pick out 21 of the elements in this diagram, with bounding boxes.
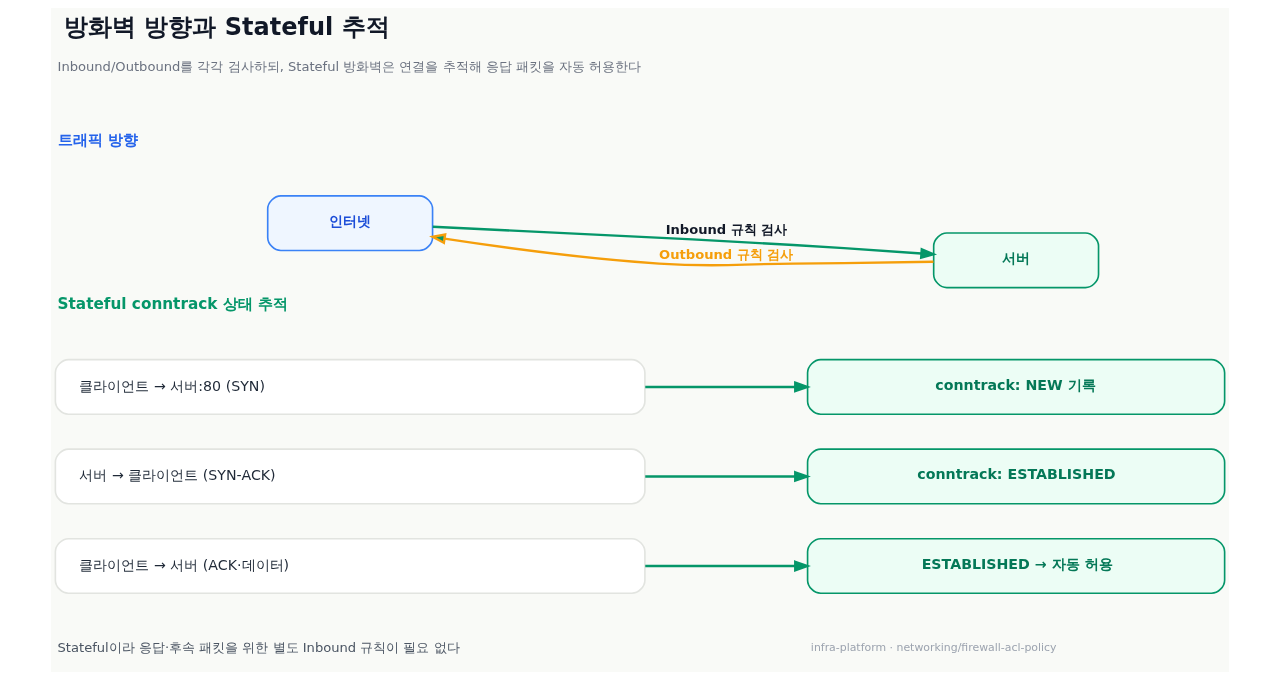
node-box: 인터넷 bbox=[266, 195, 434, 252]
arrow bbox=[432, 225, 938, 260]
node-box: 클라이언트 → 서버 (ACK·데이터) bbox=[54, 537, 646, 595]
node-box: conntrack: NEW 기록 bbox=[806, 358, 1226, 416]
arrow bbox=[645, 470, 811, 483]
node-box: 서버 bbox=[932, 232, 1100, 289]
label: Inbound/Outbound를 각각 검사하되, Stateful 방화벽은 연결을 추적해 응답 패킷을 자동 허용한다 bbox=[57, 58, 642, 74]
diagram-title: 방화벽 방향과 Stateful 추적 bbox=[64, 12, 390, 41]
node-box: 서버 → 클라이언트 (SYN-ACK) bbox=[54, 448, 646, 505]
edge-label: Inbound 규칙 검사 bbox=[665, 221, 788, 237]
label: 트래픽 방향 bbox=[57, 130, 138, 149]
label: Stateful이라 응답·후속 패킷을 위한 별도 Inbound 규칙이 필요 없다 bbox=[57, 639, 460, 655]
label: Stateful conntrack 상태 추적 bbox=[57, 294, 289, 313]
arrow bbox=[429, 233, 934, 267]
edge-label: Outbound 규칙 검사 bbox=[659, 246, 794, 262]
node-box: 클라이언트 → 서버:80 (SYN) bbox=[54, 358, 646, 416]
label: infra-platform · networking/firewall-acl-policy bbox=[810, 641, 1057, 655]
node-box: ESTABLISHED → 자동 허용 bbox=[806, 537, 1226, 595]
arrow bbox=[645, 381, 811, 393]
node-box: conntrack: ESTABLISHED bbox=[806, 448, 1226, 505]
arrow bbox=[645, 560, 811, 572]
